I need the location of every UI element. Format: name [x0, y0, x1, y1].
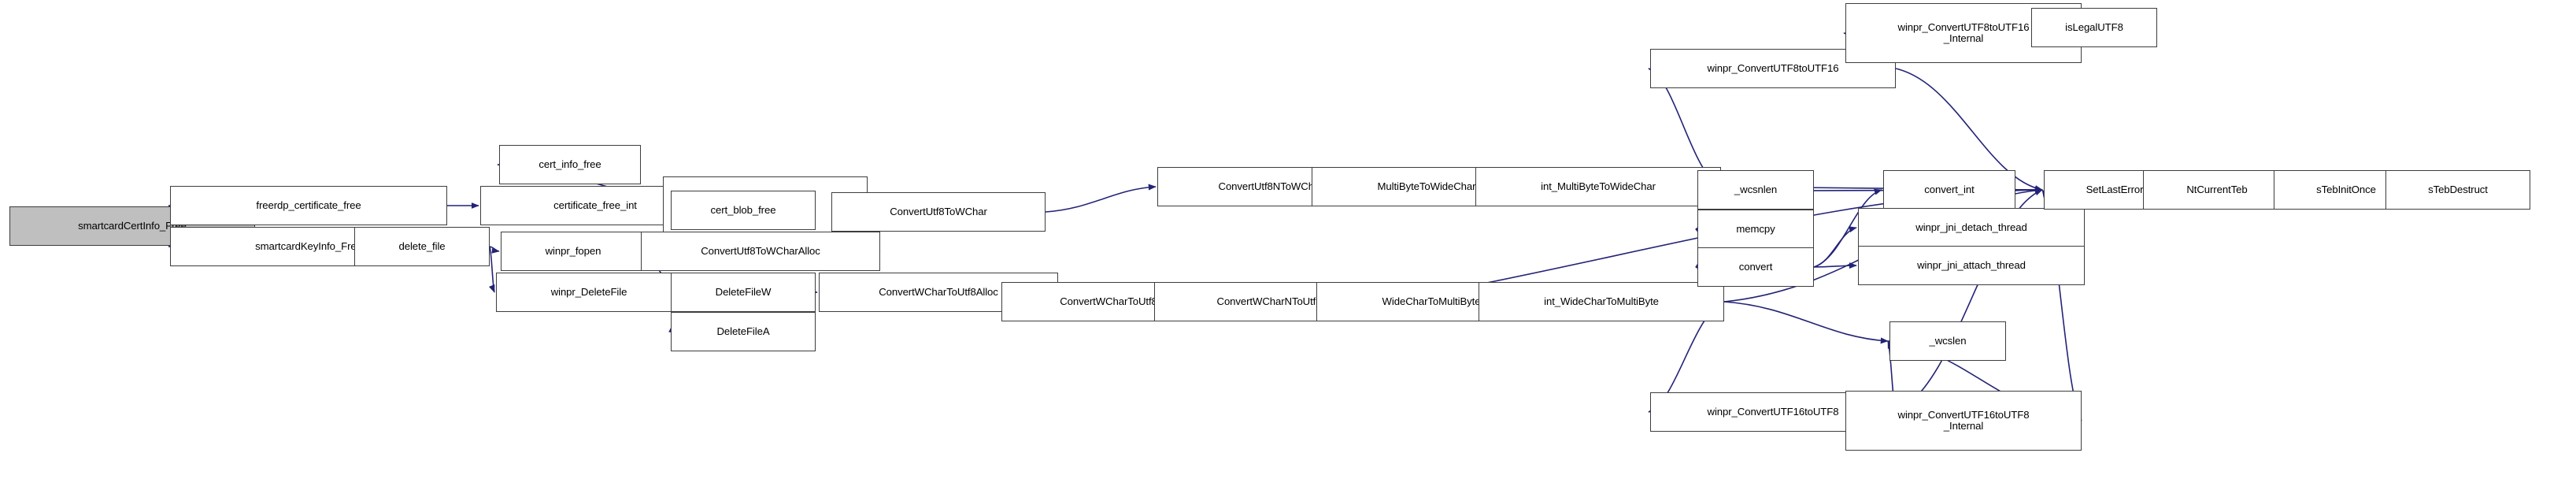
- node-winpr_DeleteFile[interactable]: winpr_DeleteFile: [496, 273, 682, 312]
- node-DeleteFileW[interactable]: DeleteFileW: [671, 273, 816, 312]
- node-label: ConvertWCharNToUtf8: [1216, 295, 1322, 307]
- node-NtCurrentTeb[interactable]: NtCurrentTeb: [2143, 170, 2291, 210]
- edge-convert-to-winpr_jni_detach_thread: [1813, 226, 1857, 268]
- edge-convert-to-winpr_jni_attach_thread: [1813, 262, 1857, 269]
- edge-delete_file-to-winpr_DeleteFile: [488, 246, 495, 293]
- node-memcpy[interactable]: memcpy: [1697, 210, 1814, 249]
- node-_wcslen[interactable]: _wcslen: [1889, 321, 2006, 361]
- node-label: convert_int: [1924, 183, 1975, 195]
- edge-int_WideCharToMultiByte-to-_wcslen: [1723, 301, 1889, 344]
- edge-ConvertUtf8ToWChar-to-ConvertUtf8NToWChar: [1045, 184, 1157, 213]
- node-winpr_jni_detach_thread[interactable]: winpr_jni_detach_thread: [1858, 208, 2085, 247]
- node-winpr_ConvertUTF16toUTF8_Internal[interactable]: winpr_ConvertUTF16toUTF8 _Internal: [1845, 391, 2082, 451]
- node-freerdp_certificate_free[interactable]: freerdp_certificate_free: [170, 186, 447, 225]
- node-sTebDestruct[interactable]: sTebDestruct: [2385, 170, 2530, 210]
- node-label: DeleteFileA: [716, 325, 770, 337]
- node-label: winpr_ConvertUTF16toUTF8 _Internal: [1897, 408, 2030, 432]
- node-label: SetLastError: [2086, 183, 2144, 195]
- node-label: smartcardKeyInfo_Free: [255, 239, 362, 252]
- node-label: DeleteFileW: [715, 285, 772, 298]
- node-label: winpr_ConvertUTF8toUTF16 _Internal: [1897, 20, 2030, 44]
- node-label: winpr_DeleteFile: [550, 285, 627, 298]
- node-winpr_fopen[interactable]: winpr_fopen: [501, 232, 646, 271]
- node-label: _wcsnlen: [1734, 183, 1778, 195]
- node-label: _wcslen: [1929, 334, 1967, 347]
- edge-delete_file-to-winpr_fopen: [489, 246, 500, 254]
- node-label: convert: [1738, 260, 1773, 273]
- node-label: cert_blob_free: [710, 203, 776, 216]
- node-delete_file[interactable]: delete_file: [354, 227, 490, 266]
- node-label: winpr_jni_detach_thread: [1915, 221, 2027, 233]
- node-label: sTebInitOnce: [2316, 183, 2376, 195]
- node-cert_blob_free[interactable]: cert_blob_free: [671, 191, 816, 230]
- node-convert[interactable]: convert: [1697, 247, 1814, 287]
- node-convert_int[interactable]: convert_int: [1883, 170, 2015, 210]
- node-label: winpr_ConvertUTF16toUTF8: [1707, 405, 1839, 418]
- node-label: delete_file: [398, 239, 446, 252]
- node-DeleteFileA[interactable]: DeleteFileA: [671, 312, 816, 351]
- node-label: MultiByteToWideChar: [1377, 180, 1476, 192]
- node-label: int_WideCharToMultiByte: [1544, 295, 1659, 307]
- node-label: ConvertUtf8NToWChar: [1218, 180, 1323, 192]
- node-ConvertUtf8ToWChar[interactable]: ConvertUtf8ToWChar: [831, 192, 1046, 232]
- node-label: int_MultiByteToWideChar: [1541, 180, 1656, 192]
- node-label: ConvertWCharToUtf8Alloc: [879, 285, 998, 298]
- node-label: sTebDestruct: [2428, 183, 2488, 195]
- node-label: ConvertWCharToUtf8: [1060, 295, 1157, 307]
- node-label: smartcardCertInfo_Free: [78, 219, 187, 232]
- node-label: ConvertUtf8ToWChar: [890, 205, 987, 217]
- node-ConvertUtf8ToWCharAlloc[interactable]: ConvertUtf8ToWCharAlloc: [641, 232, 880, 271]
- node-label: winpr_jni_attach_thread: [1917, 258, 2026, 271]
- node-int_WideCharToMultiByte[interactable]: int_WideCharToMultiByte: [1479, 282, 1724, 321]
- node-label: WideCharToMultiByte: [1382, 295, 1481, 307]
- node-label: cert_info_free: [539, 158, 601, 170]
- node-label: winpr_ConvertUTF8toUTF16: [1707, 61, 1839, 74]
- node-label: certificate_free_int: [553, 199, 637, 211]
- node-label: isLegalUTF8: [2065, 20, 2123, 33]
- node-label: winpr_fopen: [545, 244, 601, 257]
- node-int_MultiByteToWideChar[interactable]: int_MultiByteToWideChar: [1475, 167, 1721, 206]
- node-isLegalUTF8[interactable]: isLegalUTF8: [2031, 8, 2157, 47]
- node-label: memcpy: [1736, 222, 1775, 235]
- node-_wcsnlen[interactable]: _wcsnlen: [1697, 170, 1814, 210]
- node-cert_info_free[interactable]: cert_info_free: [499, 145, 641, 184]
- node-winpr_jni_attach_thread[interactable]: winpr_jni_attach_thread: [1858, 246, 2085, 285]
- node-label: freerdp_certificate_free: [256, 199, 361, 211]
- node-label: ConvertUtf8ToWCharAlloc: [701, 244, 820, 257]
- node-label: NtCurrentTeb: [2186, 183, 2248, 195]
